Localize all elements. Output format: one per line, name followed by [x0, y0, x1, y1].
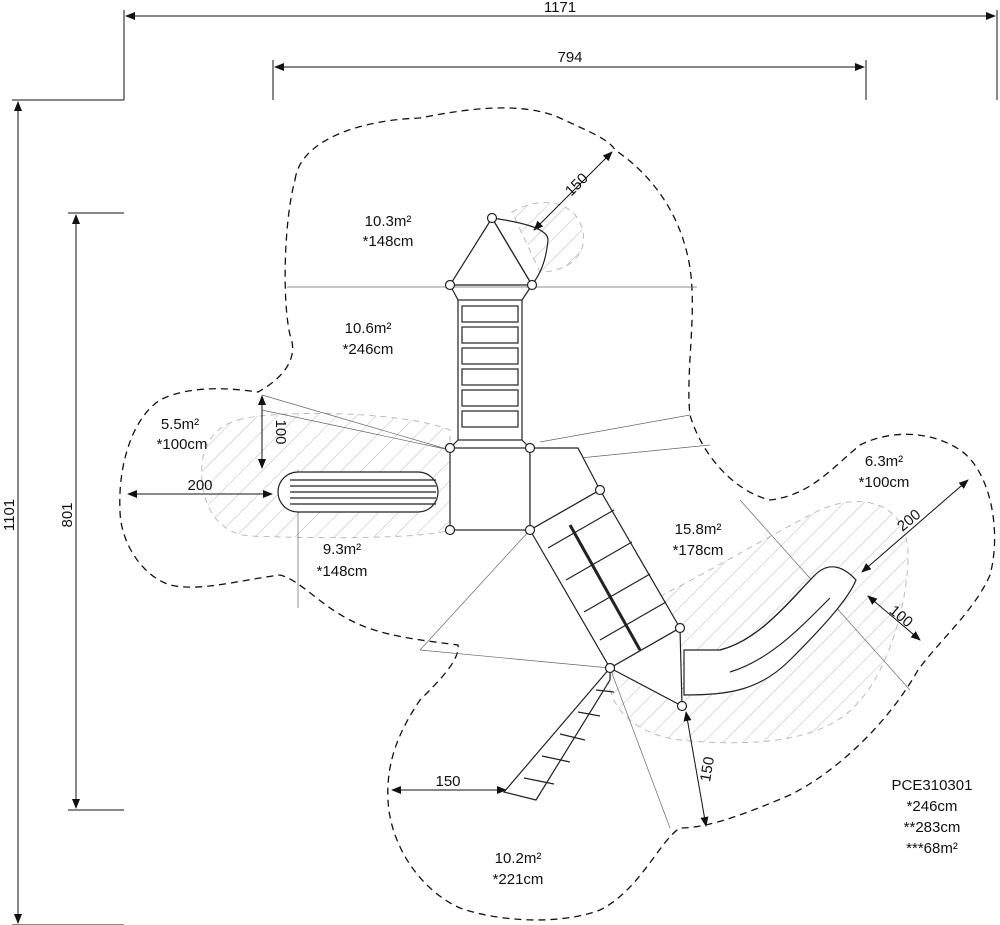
- zone-4-area: 9.3m²: [323, 541, 361, 558]
- dim-overall-depth: 1101: [1, 499, 18, 531]
- dim-inner-width: 794: [557, 49, 582, 66]
- zone-labels: 10.3m² *148cm 10.6m² *246cm 5.5m² *100cm…: [157, 213, 910, 888]
- product-height1: *246cm: [907, 798, 958, 815]
- zone-4-height: *148cm: [317, 563, 368, 580]
- zone-2-height: *246cm: [343, 341, 394, 358]
- dim-bottom-right-zone: 150: [697, 755, 718, 783]
- play-structure: [277, 212, 857, 801]
- dim-overall-width: 1171: [544, 0, 576, 16]
- dim-inner-depth: 801: [59, 502, 76, 527]
- posts: [444, 212, 688, 712]
- product-code: PCE310301: [892, 777, 973, 794]
- product-area: ***68m²: [906, 840, 958, 857]
- zone-1-area: 10.3m²: [365, 213, 412, 230]
- zone-1-height: *148cm: [363, 233, 414, 250]
- dimension-lines: [12, 10, 998, 925]
- zone-6-height: *100cm: [859, 474, 910, 491]
- zone-6-area: 6.3m²: [865, 453, 903, 470]
- zone-7-height: *221cm: [493, 871, 544, 888]
- dim-left-slide-width: 100: [272, 419, 289, 444]
- central-platform: [449, 447, 531, 531]
- bridge-ladder: [457, 299, 523, 441]
- dim-top-slide-zone: 150: [562, 170, 592, 200]
- top-slide-hood: [491, 217, 549, 286]
- dim-left-slide-length: 200: [187, 477, 212, 494]
- zone-5-height: *178cm: [673, 542, 724, 559]
- bottom-platform: [608, 626, 683, 708]
- zone-3-area: 5.5m²: [161, 416, 199, 433]
- zone-5-area: 15.8m²: [675, 521, 722, 538]
- safety-zone-outline: [119, 107, 996, 921]
- product-info: PCE310301 *246cm **283cm ***68m²: [892, 777, 973, 857]
- zone-3-height: *100cm: [157, 436, 208, 453]
- bottom-ladder: [502, 666, 611, 801]
- zone-7-area: 10.2m²: [495, 850, 542, 867]
- product-height2: **283cm: [904, 819, 961, 836]
- zone-2-area: 10.6m²: [345, 320, 392, 337]
- dim-ladder-zone: 150: [435, 773, 460, 790]
